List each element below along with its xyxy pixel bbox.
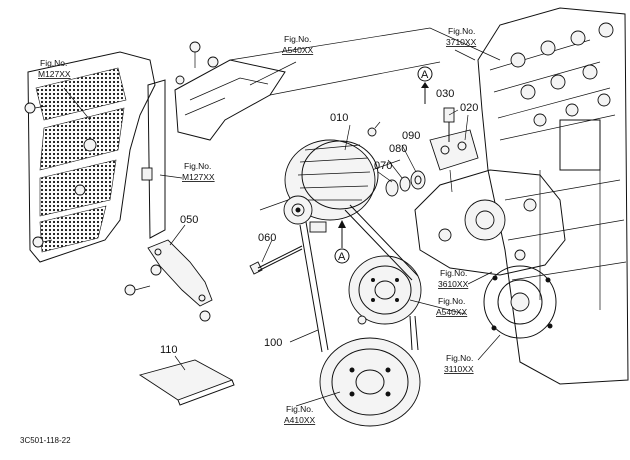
fan-shroud	[27, 51, 156, 263]
pivot-bolt	[249, 245, 303, 275]
fig-ref-a540-top-prefix: Fig.No.	[284, 34, 311, 44]
instruction-sheet	[138, 359, 235, 406]
part-020-label: 020	[460, 102, 478, 114]
part-number-labels: 010 020 030 050 060 070 080 090 100 110	[160, 88, 478, 356]
fan-guard	[174, 41, 286, 141]
alternator-bracket	[429, 107, 479, 193]
figure-reference-labels: Fig.No. M127XX Fig.No. A540XX Fig.No. 37…	[38, 26, 477, 425]
callout-a-bottom-label: A	[338, 251, 346, 263]
fig-ref-3710[interactable]: Fig.No. 3710XX	[446, 26, 477, 47]
fig-ref-a540-top-code: A540XX	[282, 45, 314, 55]
fig-ref-3610[interactable]: Fig.No. 3610XX	[438, 268, 469, 289]
fig-ref-a410[interactable]: Fig.No. A410XX	[284, 404, 316, 425]
shroud-screws	[24, 102, 53, 248]
fig-ref-a410-code: A410XX	[284, 415, 316, 425]
adjusting-plate	[124, 239, 213, 322]
fig-ref-a540-mid-prefix: Fig.No.	[438, 296, 465, 306]
fig-ref-a410-prefix: Fig.No.	[286, 404, 313, 414]
part-110-label: 110	[160, 344, 178, 356]
fig-ref-a540-top[interactable]: Fig.No. A540XX	[282, 34, 314, 55]
fig-ref-m127-top-prefix: Fig.No.	[40, 58, 67, 68]
part-060-label: 060	[258, 232, 276, 244]
fig-ref-a540-mid[interactable]: Fig.No. A540XX	[436, 296, 468, 317]
fig-ref-3710-code: 3710XX	[446, 37, 477, 47]
leader-lines	[63, 49, 501, 407]
fig-ref-3110-code: 3110XX	[444, 364, 474, 374]
callout-a-top-label: A	[421, 69, 429, 81]
part-010-label: 010	[330, 112, 348, 124]
pump-pulley	[348, 255, 422, 325]
fig-ref-3110[interactable]: Fig.No. 3110XX	[444, 353, 474, 374]
cylinder-head-bolts	[510, 22, 614, 127]
fig-ref-3110-prefix: Fig.No.	[446, 353, 473, 363]
shroud-bracket	[141, 79, 166, 239]
fig-ref-3710-prefix: Fig.No.	[448, 26, 475, 36]
fig-ref-m127-mid[interactable]: Fig.No. M127XX	[182, 161, 215, 182]
drawing-code: 3C501-118-22	[20, 436, 71, 445]
fig-ref-m127-mid-prefix: Fig.No.	[184, 161, 211, 171]
fig-ref-3610-code: 3610XX	[438, 279, 469, 289]
fig-ref-m127-top-code: M127XX	[38, 69, 71, 79]
washers-and-nut	[385, 170, 426, 197]
part-050-label: 050	[180, 214, 198, 226]
alternator	[283, 121, 381, 233]
part-080-label: 080	[389, 143, 407, 155]
fig-ref-a540-mid-code: A540XX	[436, 307, 468, 317]
fig-ref-3610-prefix: Fig.No.	[440, 268, 467, 278]
part-100-label: 100	[264, 337, 282, 349]
crank-pulley	[319, 337, 421, 427]
fig-ref-m127-mid-code: M127XX	[182, 172, 215, 182]
fig-ref-m127-top[interactable]: Fig.No. M127XX	[38, 58, 71, 79]
crank-cover	[483, 265, 557, 339]
part-090-label: 090	[402, 130, 420, 142]
gear-case	[414, 169, 566, 276]
callout-a-bottom: A	[334, 220, 350, 264]
part-070-label: 070	[374, 160, 392, 172]
part-030-label: 030	[436, 88, 454, 100]
callout-a-top: A	[417, 66, 433, 104]
engine-block	[477, 7, 629, 385]
fan-belt	[299, 204, 419, 353]
